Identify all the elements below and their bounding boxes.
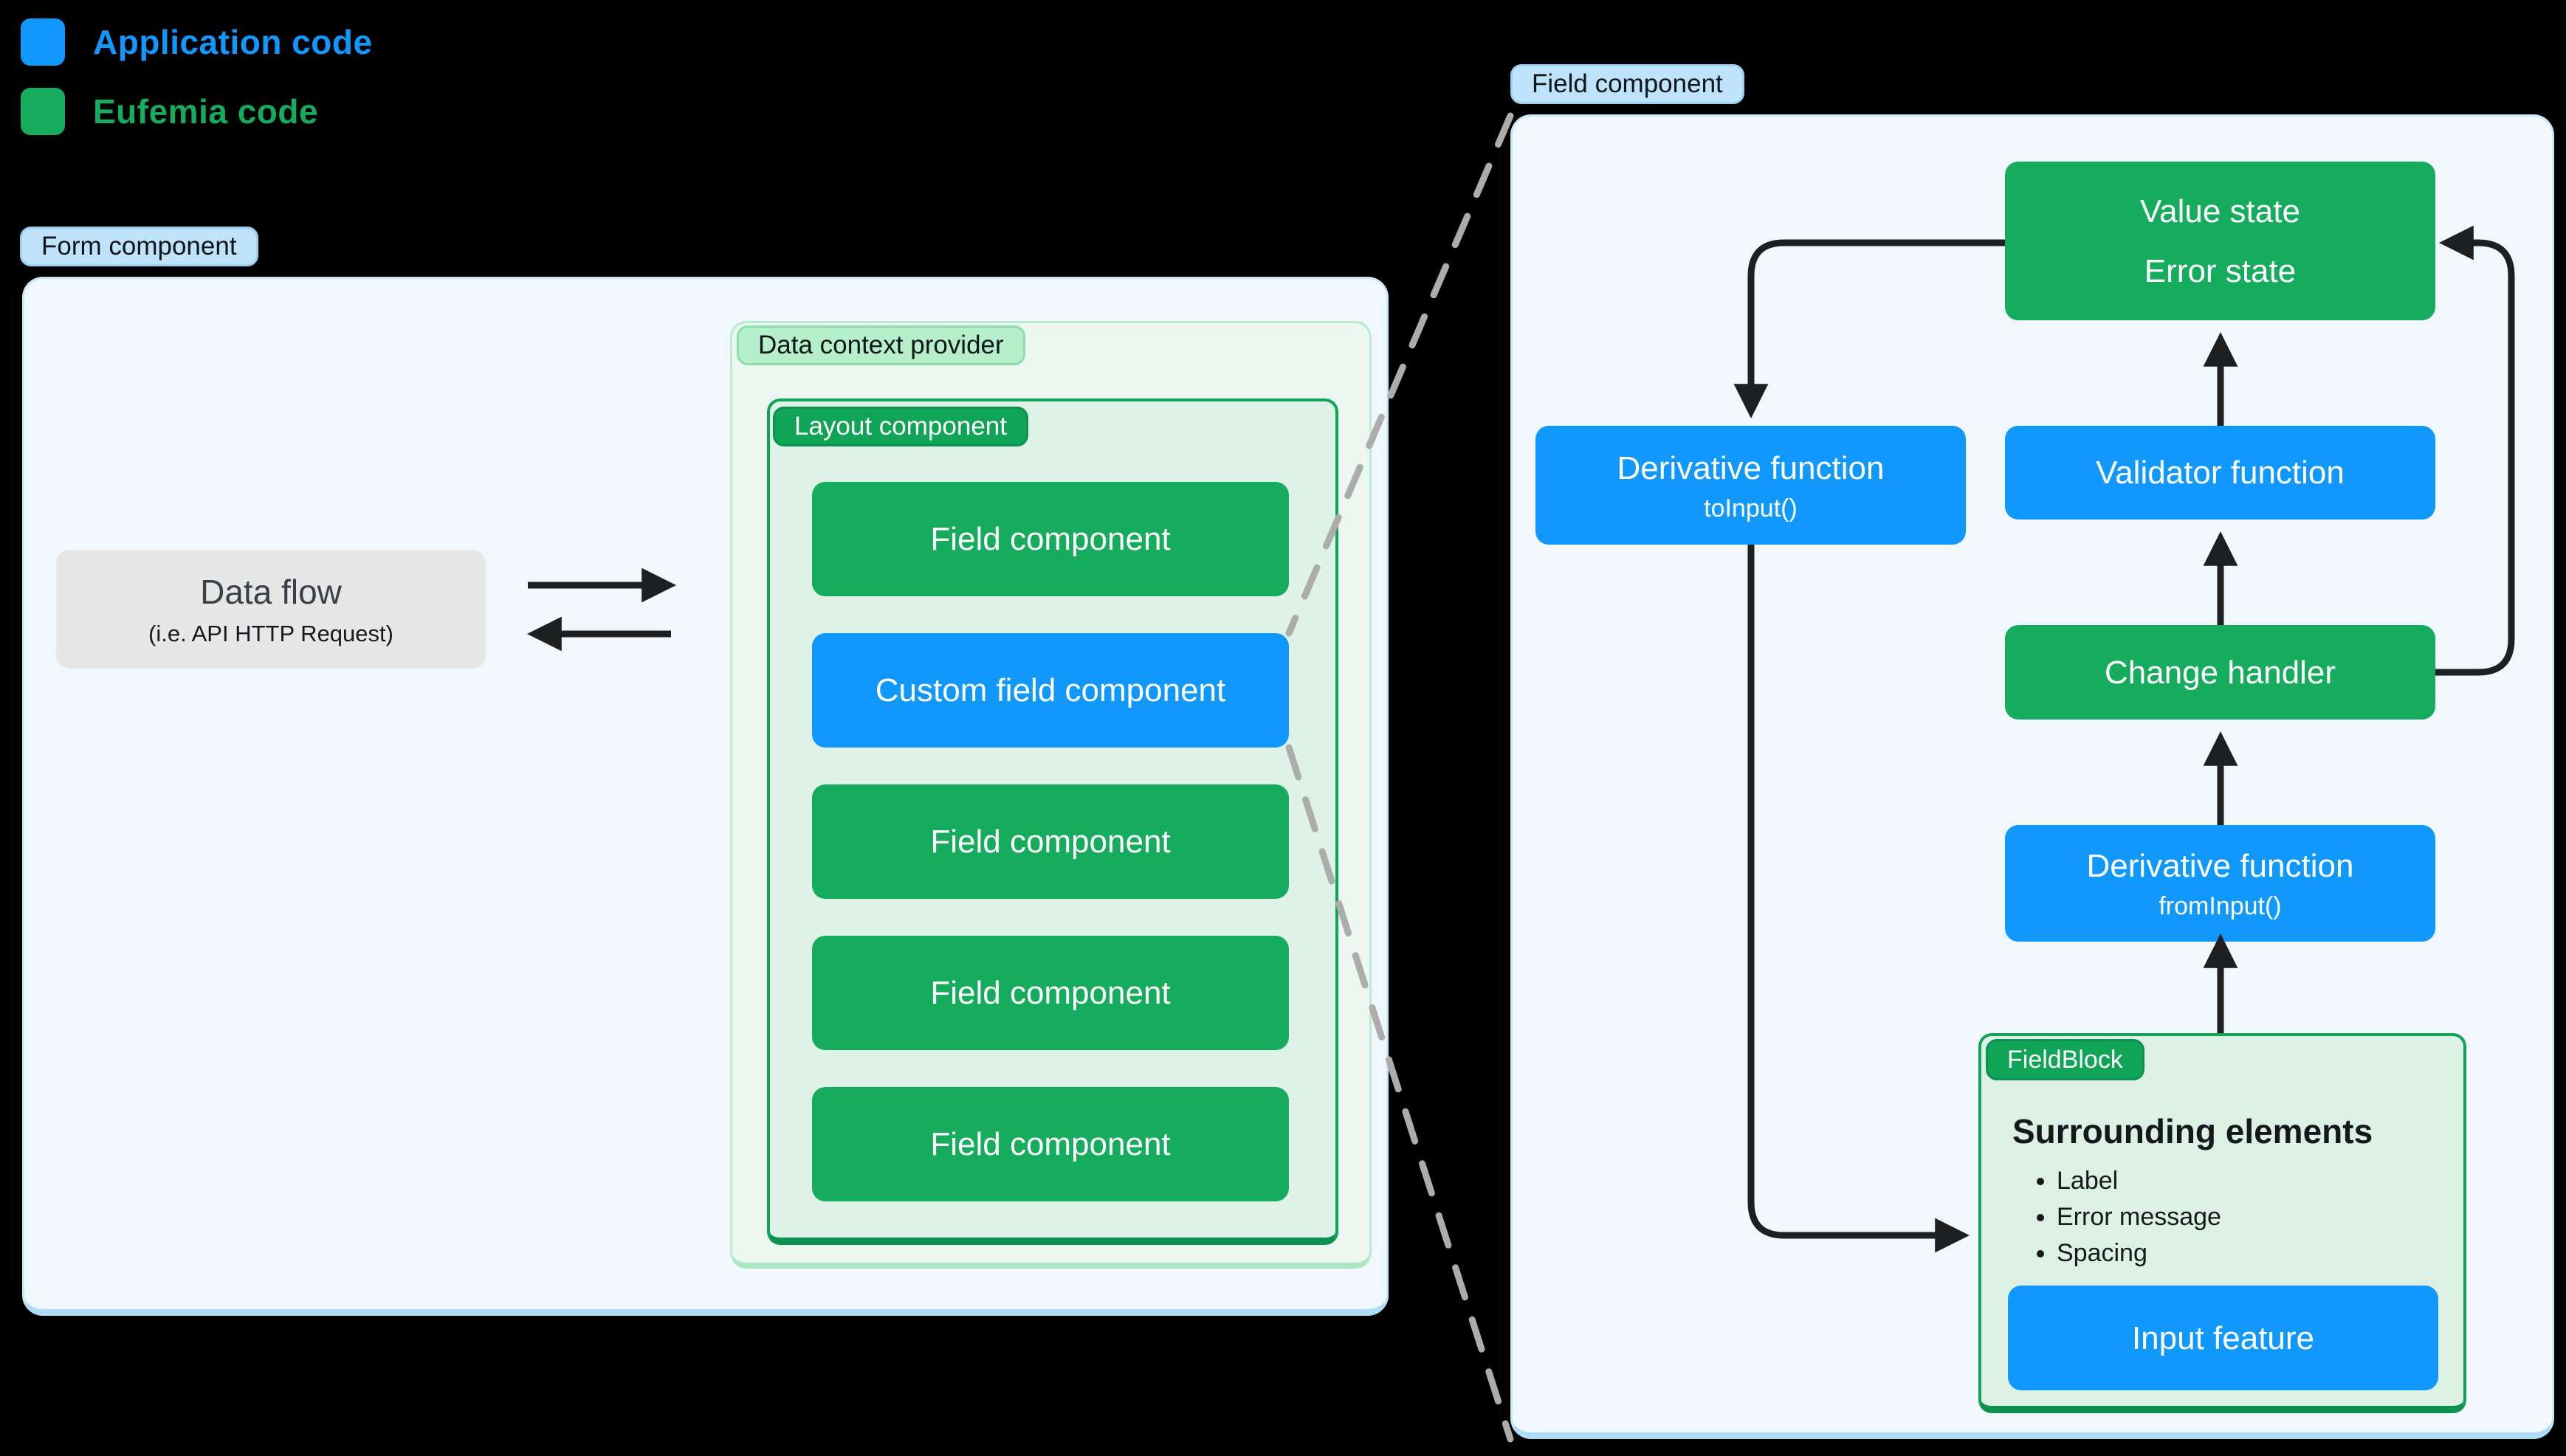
list-item: Error message bbox=[2057, 1199, 2221, 1235]
layout-component-tag: Layout component bbox=[773, 407, 1028, 446]
derivative-toinput-title: Derivative function bbox=[1617, 449, 1885, 486]
field-component-box-2: Field component bbox=[812, 784, 1289, 899]
fieldblock-container: Surrounding elements Label Error message… bbox=[1978, 1033, 2466, 1413]
error-state-line: Error state bbox=[2144, 252, 2297, 289]
legend-label-eufemia: Eufemia code bbox=[93, 92, 319, 131]
list-item: Label bbox=[2057, 1163, 2221, 1199]
field-component-box-4: Field component bbox=[812, 1087, 1289, 1201]
derivative-frominput-subtitle: fromInput() bbox=[2159, 892, 2282, 920]
value-state-box: Value state Error state bbox=[2005, 162, 2435, 320]
application-color-swatch bbox=[21, 18, 65, 66]
fieldblock-tag: FieldBlock bbox=[1986, 1039, 2144, 1080]
legend-item-eufemia: Eufemia code bbox=[21, 88, 318, 135]
change-handler-box: Change handler bbox=[2005, 625, 2435, 720]
field-component-label: Field component bbox=[930, 1126, 1171, 1162]
custom-field-component-box: Custom field component bbox=[812, 633, 1289, 748]
legend-item-application: Application code bbox=[21, 18, 373, 66]
form-component-tag: Form component bbox=[20, 227, 258, 266]
field-component-label: Field component bbox=[930, 824, 1171, 860]
derivative-toinput-subtitle: toInput() bbox=[1704, 494, 1798, 522]
input-feature-box: Input feature bbox=[2008, 1286, 2438, 1390]
surrounding-elements-heading: Surrounding elements bbox=[2012, 1112, 2373, 1150]
data-context-provider-tag: Data context provider bbox=[737, 325, 1025, 365]
validator-function-box: Validator function bbox=[2005, 426, 2435, 520]
eufemia-color-swatch bbox=[21, 88, 65, 135]
field-component-box-1: Field component bbox=[812, 482, 1289, 596]
data-flow-title: Data flow bbox=[200, 572, 342, 611]
derivative-frominput-title: Derivative function bbox=[2086, 848, 2354, 884]
custom-field-component-label: Custom field component bbox=[875, 672, 1226, 708]
surrounding-elements-list: Label Error message Spacing bbox=[2030, 1163, 2221, 1272]
field-component-label: Field component bbox=[930, 975, 1171, 1011]
field-component-panel-tag: Field component bbox=[1510, 64, 1744, 104]
validator-function-label: Validator function bbox=[2096, 455, 2345, 491]
derivative-function-toinput-box: Derivative function toInput() bbox=[1535, 426, 1966, 545]
legend-label-application: Application code bbox=[93, 23, 373, 61]
data-flow-subtitle: (i.e. API HTTP Request) bbox=[148, 620, 393, 646]
input-feature-label: Input feature bbox=[2131, 1319, 2315, 1356]
field-component-box-3: Field component bbox=[812, 936, 1289, 1050]
data-flow-box: Data flow (i.e. API HTTP Request) bbox=[56, 550, 486, 669]
derivative-function-frominput-box: Derivative function fromInput() bbox=[2005, 825, 2435, 942]
change-handler-label: Change handler bbox=[2104, 654, 2336, 691]
value-state-line: Value state bbox=[2140, 193, 2300, 230]
field-component-label: Field component bbox=[930, 521, 1171, 557]
list-item: Spacing bbox=[2057, 1235, 2221, 1272]
